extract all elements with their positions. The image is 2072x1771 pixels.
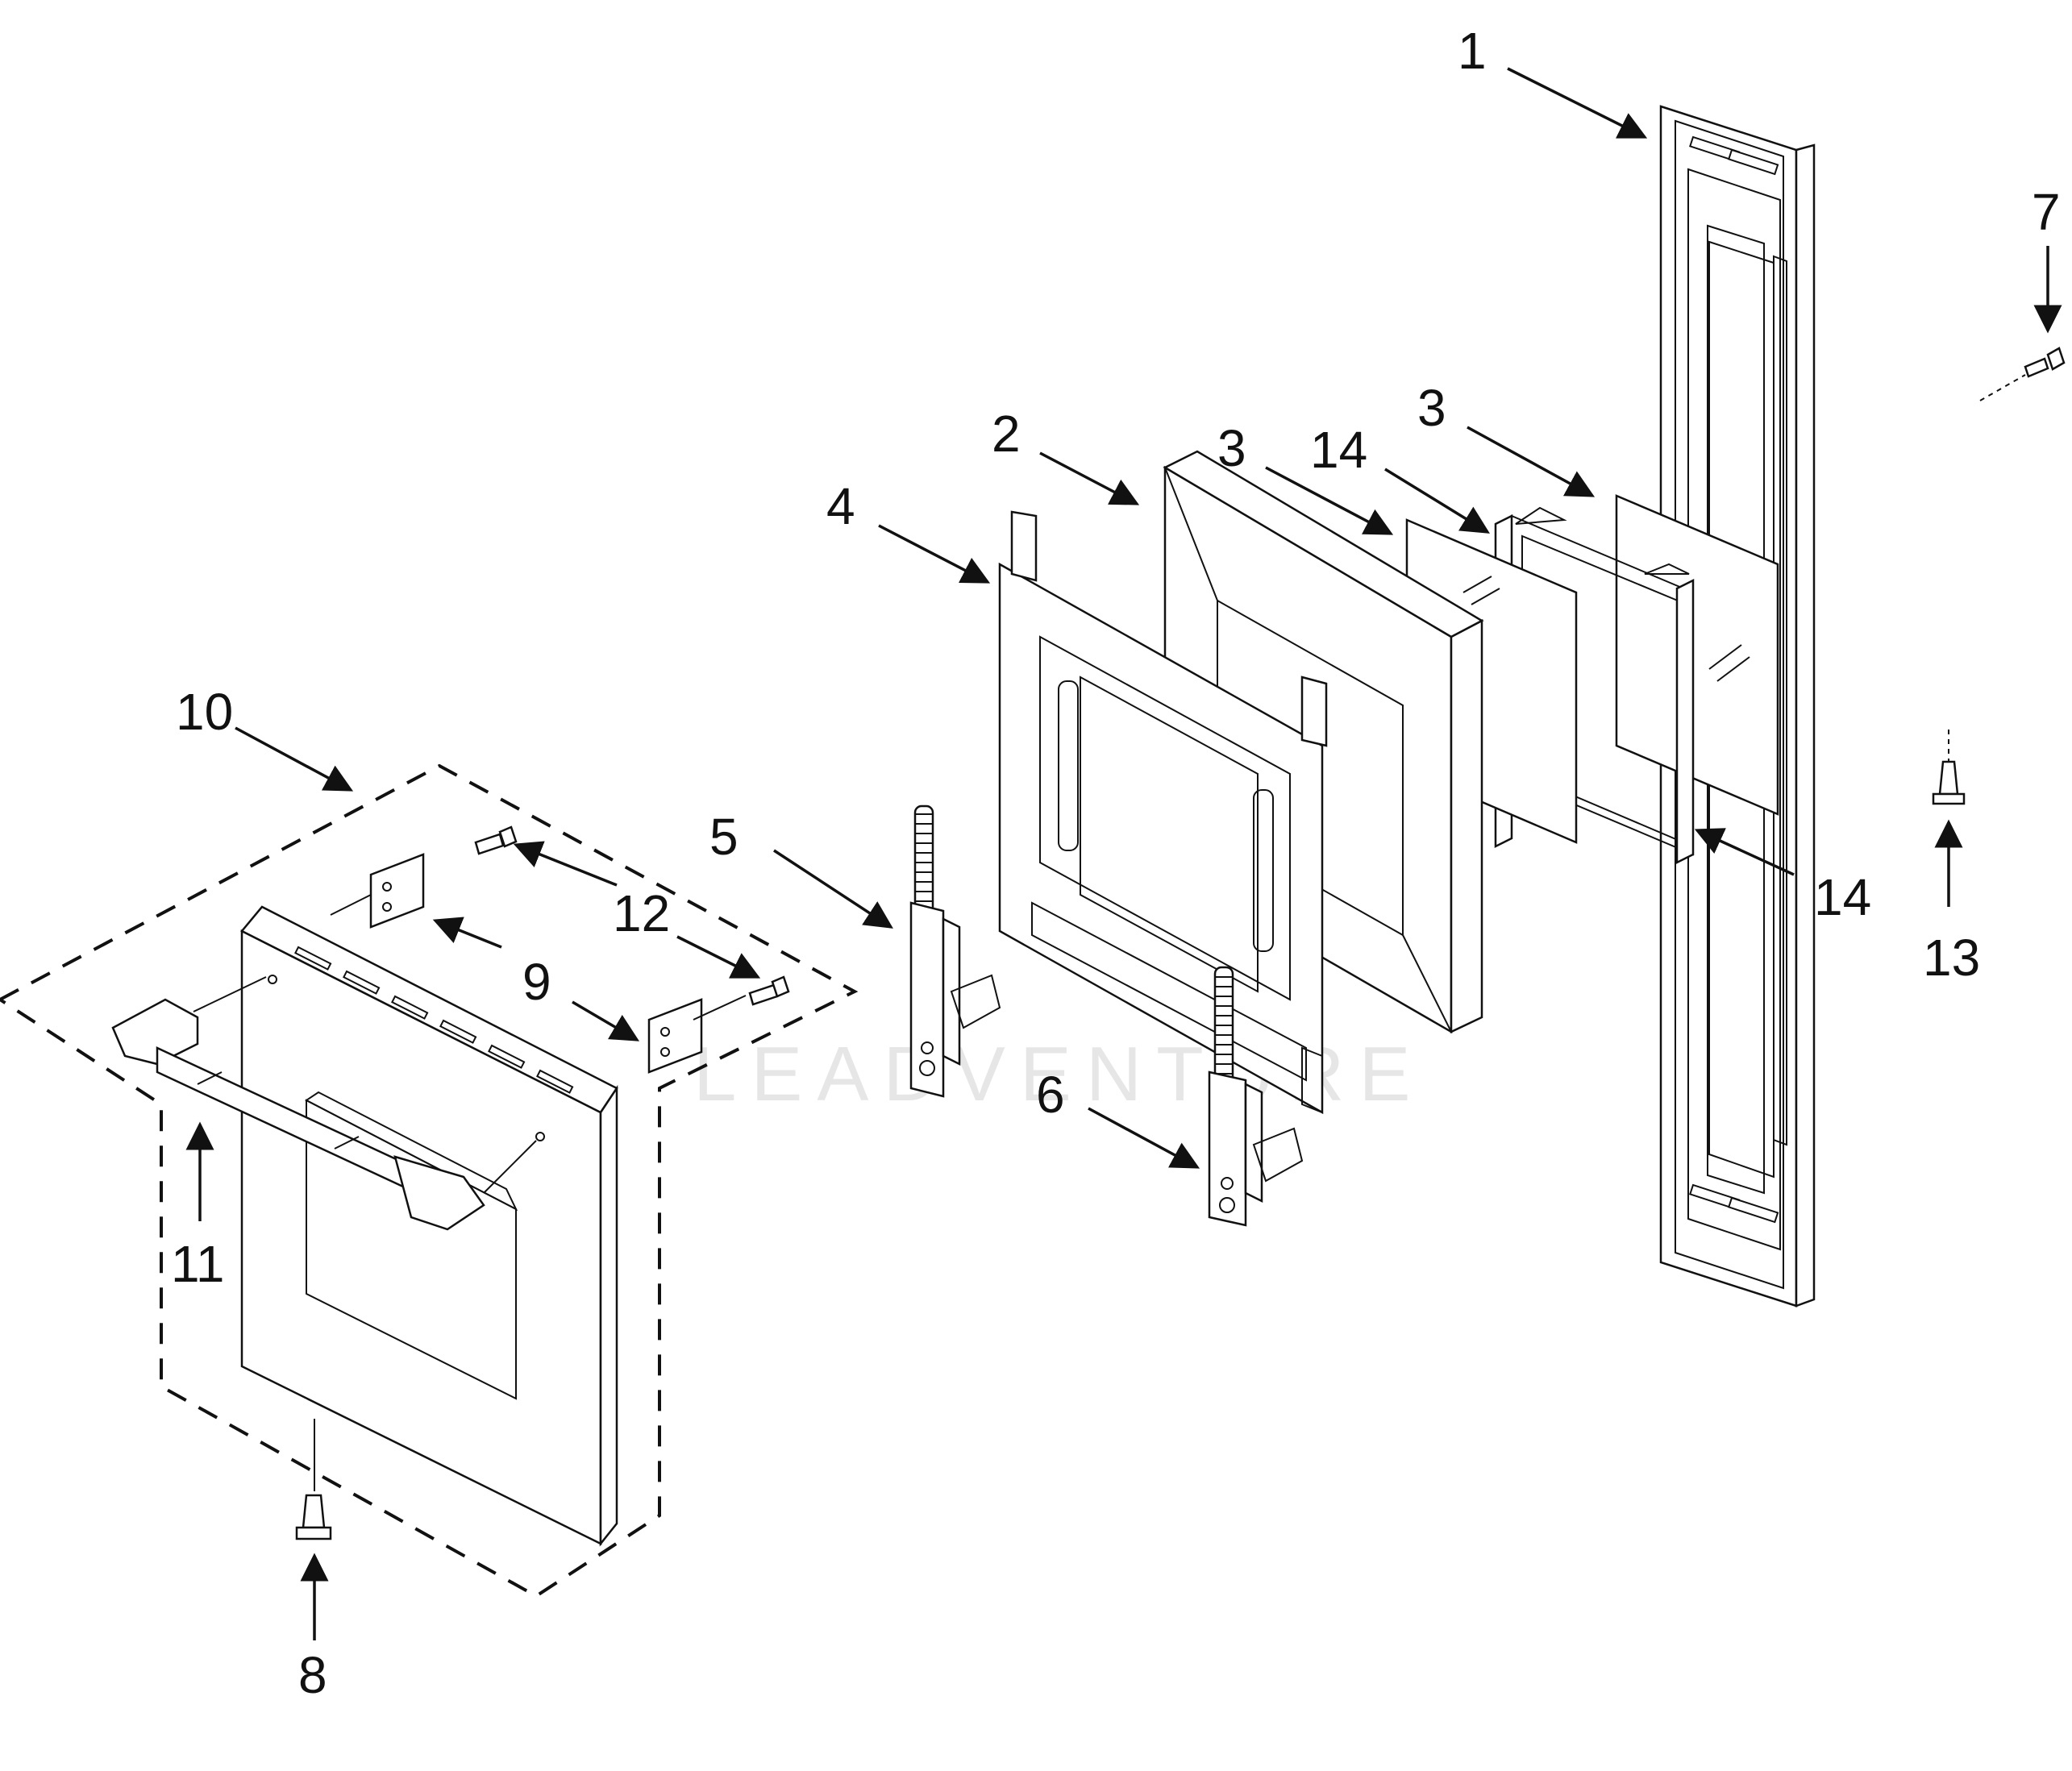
part-13-screw [1932, 730, 1966, 805]
part-11-door-handle [111, 998, 485, 1231]
part-10-assembly-outline [0, 763, 859, 1598]
part-5-door-hinge [909, 804, 1001, 1098]
part-9-bracket-left [369, 853, 425, 929]
callout-2: 2 [992, 405, 1021, 463]
callout-14-upper: 14 [1310, 421, 1367, 479]
callout-12: 12 [613, 884, 670, 942]
callout-14-lower: 14 [1814, 868, 1871, 926]
callout-6: 6 [1036, 1066, 1065, 1124]
part-7-screw [1979, 347, 2066, 401]
glass-reflection-mark-2 [1462, 576, 1500, 605]
part-6-hinge-spring [1216, 976, 1232, 1075]
callout-labels: 1 2 3 3 4 5 6 7 8 9 10 11 12 13 14 14 [171, 22, 2061, 1704]
callout-5: 5 [709, 808, 739, 866]
callout-10: 10 [176, 683, 233, 741]
callout-9: 9 [522, 953, 551, 1011]
callout-3-middle: 3 [1217, 419, 1246, 477]
leader-lines [185, 67, 2062, 1640]
part-8-screw [295, 1494, 332, 1540]
callout-7: 7 [2032, 183, 2061, 241]
callout-3-right: 3 [1417, 379, 1446, 437]
part-10-vent-slots [294, 946, 574, 1094]
part-10-outer-door [240, 905, 618, 1547]
part-3-glass-pane-rear [1615, 494, 1779, 816]
part-9-bracket-right [647, 998, 703, 1074]
part-12-screw-lower [748, 975, 790, 1006]
part-5-hinge-spring [916, 813, 932, 912]
part-6-door-hinge [1208, 966, 1304, 1227]
part-4-door-frame [998, 510, 1328, 1115]
glass-reflection-mark [1708, 644, 1750, 682]
part-12-screw-upper [474, 825, 518, 855]
part-1-slots [1689, 135, 1779, 1224]
callout-1: 1 [1458, 22, 1487, 80]
callout-11: 11 [171, 1235, 224, 1293]
callout-4: 4 [826, 477, 855, 535]
callout-13: 13 [1923, 929, 1980, 987]
callout-8: 8 [298, 1646, 327, 1704]
